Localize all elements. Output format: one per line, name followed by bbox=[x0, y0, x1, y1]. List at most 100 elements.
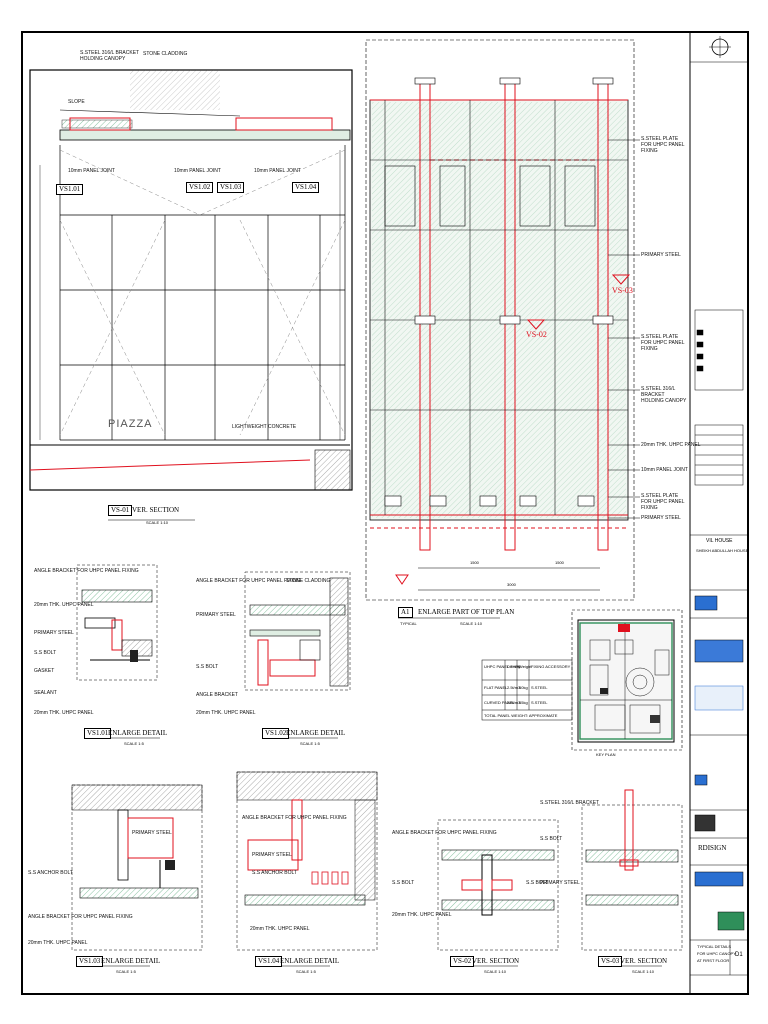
table-row2-density: 2.5t/m3 bbox=[507, 700, 521, 705]
plan-dim-1: 1500 bbox=[470, 560, 479, 565]
plan-dim-2: 1500 bbox=[555, 560, 564, 565]
d2-label-1: ANGLE BRACKET FOR UHPC PANEL FIXING bbox=[196, 578, 301, 584]
detail3-tag: VS1.03 bbox=[76, 956, 104, 967]
d2-label-5: ANGLE BRACKET bbox=[196, 692, 238, 698]
detail4-title: ENLARGE DETAIL bbox=[280, 957, 340, 965]
elevation-scale: SCALE 1:10 bbox=[146, 520, 169, 525]
elevation-tag-vs102: VS1.02 bbox=[186, 182, 214, 193]
table-row1-density: 2.5t/m3 bbox=[507, 685, 521, 690]
detail5-scale: SCALE 1:10 bbox=[484, 969, 507, 974]
plan-marker-vs02: VS-02 bbox=[526, 330, 547, 339]
detail-vs03 bbox=[581, 789, 683, 951]
plan-drawing bbox=[365, 39, 640, 601]
detail-vs102 bbox=[244, 571, 351, 691]
tb-drawing-title-2: FOR UHPC CANOPY bbox=[697, 951, 736, 956]
tb-drawing-title-1: TYPICAL DETAILS bbox=[697, 944, 732, 949]
label-steel-bracket: S.STEEL 316/L BRACKET HOLDING CANOPY bbox=[80, 50, 140, 62]
title-block bbox=[690, 36, 748, 976]
key-plan bbox=[571, 609, 683, 751]
d3-label-1: PRIMARY STEEL bbox=[132, 830, 172, 836]
tb-client: SHEIKH ABDULLAH HOUSE bbox=[696, 548, 749, 553]
detail5-tag: VS-02 bbox=[450, 956, 475, 967]
plan-label-3: S.STEEL PLATE FOR UHPC PANEL FIXING bbox=[641, 334, 685, 352]
tb-sheet-number: D1 bbox=[735, 952, 743, 958]
table-header-density: Density bbox=[507, 664, 521, 669]
detail-vs101 bbox=[76, 564, 158, 681]
detail4-scale: SCALE 1:5 bbox=[296, 969, 316, 974]
d4-label-2: PRIMARY STEEL bbox=[252, 852, 292, 858]
detail3-scale: SCALE 1:5 bbox=[116, 969, 136, 974]
d4-label-4: 20mm THK. UHPC PANEL bbox=[250, 926, 310, 932]
table-row1-weight: 50kg bbox=[519, 685, 528, 690]
detail5-title: VER. SECTION bbox=[472, 957, 520, 965]
d3-label-4: 20mm THK. UHPC PANEL bbox=[28, 940, 88, 946]
d1-label-6: SEALANT bbox=[34, 690, 57, 696]
d3-label-2: S.S ANCHOR BOLT bbox=[28, 870, 73, 876]
plan-subtitle: TYPICAL bbox=[400, 621, 417, 626]
detail1-title: ENLARGE DETAIL bbox=[108, 729, 168, 737]
label-stone-cladding: STONE CLADDING bbox=[143, 51, 188, 57]
detail6-tag: VS-03 bbox=[598, 956, 623, 967]
d6-label-3: PRIMARY STEEL bbox=[540, 880, 580, 886]
table-row2-type: CURVED PANEL bbox=[484, 700, 515, 705]
plan-label-1: S.STEEL PLATE FOR UHPC PANEL FIXING bbox=[641, 136, 685, 154]
d1-label-4: S.S BOLT bbox=[34, 650, 57, 656]
d2-label-6: 20mm THK. UHPC PANEL bbox=[196, 710, 256, 716]
plan-label-8: PRIMARY STEEL bbox=[641, 515, 681, 521]
plan-scale: SCALE 1:10 bbox=[460, 621, 483, 626]
plan-marker-vs03: VS-03 bbox=[612, 286, 633, 295]
d2-label-4: S.S BOLT bbox=[196, 664, 219, 670]
label-panel-joint-2: 10mm PANEL JOINT bbox=[174, 168, 221, 174]
plan-label-2: PRIMARY STEEL bbox=[641, 252, 681, 258]
detail2-title: ENLARGE DETAIL bbox=[286, 729, 346, 737]
d4-label-3: S.S ANCHOR BOLT bbox=[252, 870, 297, 876]
plan-label-7: S.STEEL PLATE FOR UHPC PANEL FIXING bbox=[641, 493, 685, 511]
d5-label-3: 20mm THK. UHPC PANEL bbox=[392, 912, 452, 918]
plan-title-tag: A1 bbox=[398, 607, 413, 618]
label-piazza: PIAZZA bbox=[108, 418, 153, 430]
detail-vs103 bbox=[71, 784, 203, 951]
elevation-drawing bbox=[29, 69, 353, 491]
elevation-tag-vs103: VS1.03 bbox=[217, 182, 245, 193]
d6-label-1: S.STEEL 316/L BRACKET bbox=[540, 800, 600, 806]
table-row1-fixing: S.STEEL bbox=[531, 685, 548, 690]
plan-label-6: 10mm PANEL JOINT bbox=[641, 467, 688, 473]
label-slope: SLOPE bbox=[68, 99, 85, 105]
table-header-type: UHPC PANEL TYPE bbox=[484, 664, 521, 669]
table-note: TOTAL PANEL WEIGHT: APPROXIMATE bbox=[484, 713, 558, 718]
d5-label-2: S.S BOLT bbox=[392, 880, 415, 886]
key-plan-label: KEY PLAN bbox=[596, 752, 616, 757]
table-row2-weight: 55kg bbox=[519, 700, 528, 705]
d5-label-1: ANGLE BRACKET FOR UHPC PANEL FIXING bbox=[392, 830, 497, 836]
elevation-tag-vs101: VS1.01 bbox=[56, 184, 84, 195]
tb-brand: RDISIGN bbox=[698, 844, 727, 852]
table-row1-type: FLAT PANEL bbox=[484, 685, 508, 690]
label-panel-joint-3: 10mm PANEL JOINT bbox=[254, 168, 301, 174]
d2-label-3: PRIMARY STEEL bbox=[196, 612, 236, 618]
label-lightweight-concrete: LIGHTWEIGHT CONCRETE bbox=[232, 424, 297, 430]
detail4-tag: VS1.04 bbox=[255, 956, 283, 967]
table-header-weight: Weight bbox=[519, 664, 532, 669]
table-row2-fixing: S.STEEL bbox=[531, 700, 548, 705]
detail-vs02 bbox=[437, 819, 559, 951]
d1-label-2: 20mm THK. UHPC PANEL bbox=[34, 602, 94, 608]
d1-label-1: ANGLE BRACKET FOR UHPC PANEL FIXING bbox=[34, 568, 139, 574]
plan-label-5: 20mm THK. UHPC PANEL bbox=[641, 442, 701, 448]
detail6-scale: SCALE 1:10 bbox=[632, 969, 655, 974]
d5-label-4: S.S BOLT bbox=[526, 880, 549, 886]
tb-drawing-title-3: AT FIRST FLOOR bbox=[697, 958, 730, 963]
detail1-tag: VS1.01 bbox=[84, 728, 112, 739]
detail2-tag: VS1.02 bbox=[262, 728, 290, 739]
detail2-scale: SCALE 1:5 bbox=[300, 741, 320, 746]
elevation-title: VER. SECTION bbox=[132, 506, 180, 514]
elevation-title-tag: VS-01 bbox=[108, 505, 133, 516]
d1-label-5: GASKET bbox=[34, 668, 55, 674]
elevation-tag-vs104: VS1.04 bbox=[292, 182, 320, 193]
detail3-title: ENLARGE DETAIL bbox=[101, 957, 161, 965]
d1-label-3: PRIMARY STEEL bbox=[34, 630, 74, 636]
d4-label-1: ANGLE BRACKET FOR UHPC PANEL FIXING bbox=[242, 815, 347, 821]
detail1-scale: SCALE 1:5 bbox=[124, 741, 144, 746]
label-panel-joint-1: 10mm PANEL JOINT bbox=[68, 168, 115, 174]
plan-label-4: S.STEEL 316/L BRACKET HOLDING CANOPY bbox=[641, 386, 687, 404]
